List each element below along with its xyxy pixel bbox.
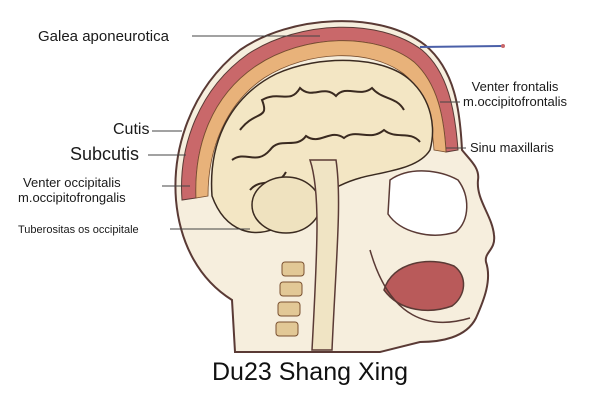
leader-lines [148,35,466,230]
label-galea-aponeurotica: Galea aponeurotica [38,28,169,45]
vertebrae [275,261,305,337]
label-venter-frontalis-line1: Venter frontalis [471,79,559,94]
label-venter-frontalis-line2: m.occipitofrontalis [463,93,568,109]
label-subcutis: Subcutis [70,144,140,164]
needle-tip-icon [501,44,505,48]
label-venter-occipitalis-line1: Venter occipitalis [23,175,121,190]
spinal-cord [308,159,340,351]
figure-title: Du23 Shang Xing [212,358,408,386]
jaw [369,249,471,324]
label-cutis: Cutis [113,121,150,138]
nasal-sinus [387,170,468,236]
label-tuberositas: Tuberositas os occipitale [18,224,139,236]
label-venter-frontalis: Venter frontalis m.occipitofrontalis [463,79,568,110]
subcutis-layer [195,40,447,199]
cerebellum [251,176,321,234]
tongue [383,260,465,312]
needle [419,45,503,48]
label-venter-occipitalis: Venter occipitalis m.occipitofrongalis [18,175,126,206]
label-venter-occipitalis-line2: m.occipitofrongalis [18,189,126,205]
label-sinu-maxillaris: Sinu maxillaris [470,140,554,155]
